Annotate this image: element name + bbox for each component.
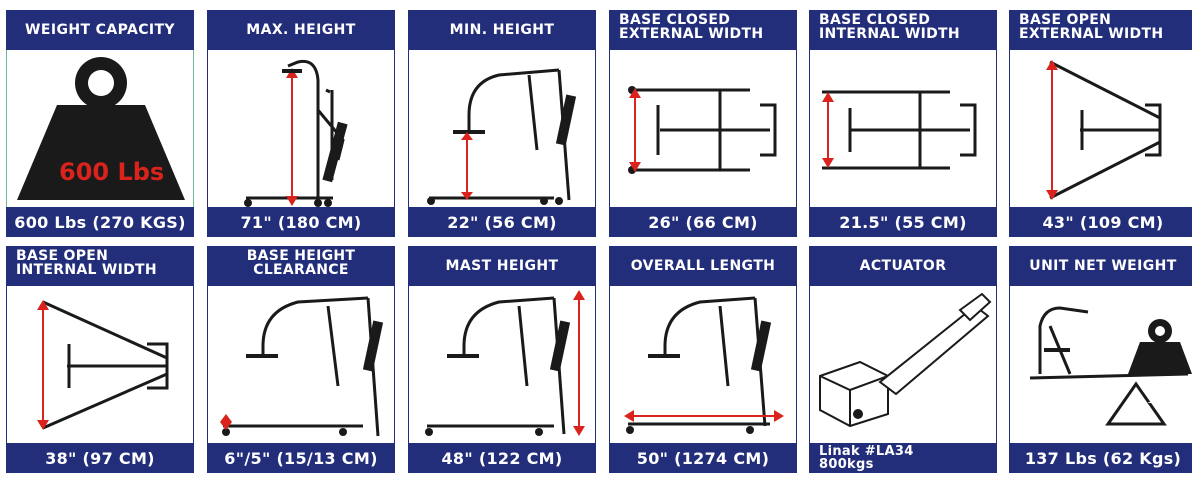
card-value: 43" (109 CM) [1009,207,1192,237]
capacity-note: weight capacity [827,473,903,482]
base-topview-icon [1046,60,1162,200]
card-unit-net-weight: UNIT NET WEIGHT 137Lbs 137 Lbs (62 Kgs) [1009,246,1192,473]
card-header: ACTUATOR [809,246,997,286]
card-header: WEIGHT CAPACITY [6,10,194,50]
card-value: 21.5" (55 CM) [809,207,997,237]
card-header: MAST HEIGHT [408,246,596,286]
min-height-illustration [408,50,596,207]
lift-diagram-icon [425,290,585,436]
card-max-height: MAX. HEIGHT 71" (180 CM) [207,10,395,237]
card-value: 50" (1274 CM) [609,443,797,473]
mast-height-illustration [408,286,596,443]
card-value: 6"/5" (15/13 CM) [207,443,395,473]
card-min-height: MIN. HEIGHT 22" (56 CM) [408,10,596,237]
net-weight-text: 137Lbs [1147,393,1187,406]
card-value: 38" (97 CM) [6,443,194,473]
lift-diagram-icon [624,296,784,434]
card-value: 71" (180 CM) [207,207,395,237]
lift-diagram-icon [427,68,577,205]
card-value: 26" (66 CM) [609,207,797,237]
card-header: UNIT NET WEIGHT [1009,246,1192,286]
weight-value-text: 600 Lbs [59,158,165,186]
overall-length-illustration [609,286,797,443]
card-mast-height: MAST HEIGHT 48" (122 CM) [408,246,596,473]
unit-net-weight-illustration: 137Lbs [1009,286,1192,443]
card-value: 600 Lbs (270 KGS) [6,207,194,237]
weight-icon [17,57,185,200]
card-weight-capacity: WEIGHT CAPACITY 600 Lbs 600 Lbs (270 KGS… [6,10,194,237]
base-topview-icon [37,300,169,430]
max-height-illustration [207,50,395,207]
base-open-external-illustration [1009,50,1192,207]
card-header: MIN. HEIGHT [408,10,596,50]
card-value: 137 Lbs (62 Kgs) [1009,443,1192,473]
lift-diagram-icon [244,59,348,207]
card-header: OVERALL LENGTH [609,246,797,286]
actuator-icon [819,292,992,428]
actuator-illustration [809,286,997,443]
card-value: 22" (56 CM) [408,207,596,237]
actuator-model: Linak #LA34 [819,444,914,459]
base-closed-internal-illustration [809,50,997,207]
card-overall-length: OVERALL LENGTH 50" (1274 CM) [609,246,797,473]
card-header: MAX. HEIGHT [207,10,395,50]
card-value: 48" (122 CM) [408,443,596,473]
base-closed-external-illustration [609,50,797,207]
base-height-clearance-illustration [207,286,395,443]
base-topview-icon [822,90,977,170]
base-open-internal-illustration [6,286,194,443]
lift-diagram-icon [220,296,384,437]
scale-icon [1029,306,1192,426]
weight-capacity-illustration: 600 Lbs [6,50,194,207]
base-topview-icon [628,86,777,174]
